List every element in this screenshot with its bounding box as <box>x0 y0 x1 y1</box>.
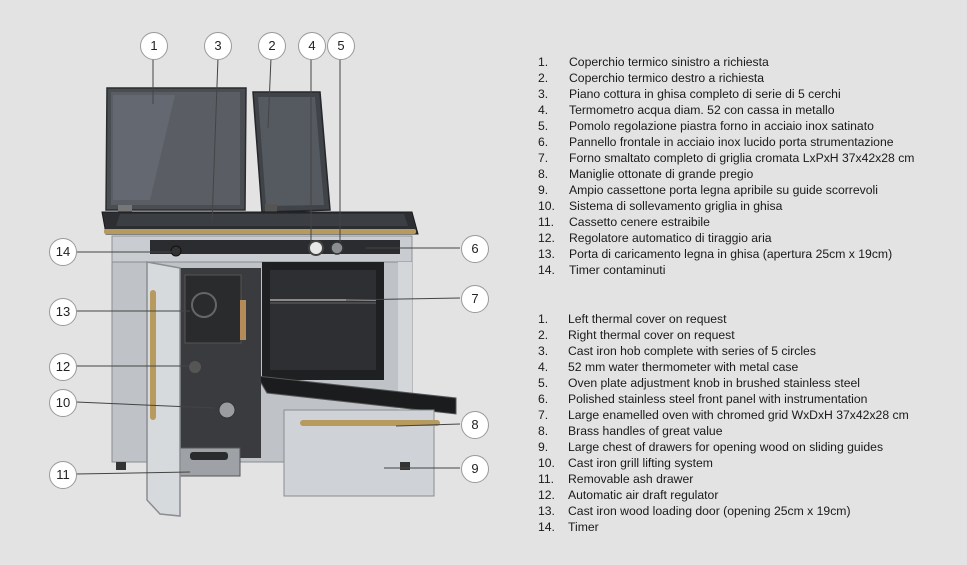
legend-item: 4.Termometro acqua diam. 52 con cassa in… <box>538 103 835 117</box>
callout-13: 13 <box>49 298 77 326</box>
callout-6: 6 <box>461 235 489 263</box>
legend-item: 14.Timer <box>538 520 599 534</box>
legend-item: 9.Large chest of drawers for opening woo… <box>538 440 884 454</box>
callout-8: 8 <box>461 411 489 439</box>
timer <box>170 245 182 257</box>
callout-3: 3 <box>204 32 232 60</box>
adjustment-knob <box>330 241 344 255</box>
legend-item: 12.Automatic air draft regulator <box>538 488 719 502</box>
legend-item: 11.Removable ash drawer <box>538 472 694 486</box>
legend-item: 12.Regolatore automatico di tiraggio ari… <box>538 231 772 245</box>
legend-item: 13.Cast iron wood loading door (opening … <box>538 504 851 518</box>
thermometer <box>308 240 324 256</box>
callout-14: 14 <box>49 238 77 266</box>
legend-item: 8.Maniglie ottonate di grande pregio <box>538 167 754 181</box>
grill-lift <box>218 401 236 419</box>
legend-item: 2.Coperchio termico destro a richiesta <box>538 71 765 85</box>
legend-item: 3.Piano cottura in ghisa completo di ser… <box>538 87 841 101</box>
legend-item: 1.Left thermal cover on request <box>538 312 727 326</box>
legend-item: 14.Timer contaminuti <box>538 263 666 277</box>
legend-item: 10.Cast iron grill lifting system <box>538 456 713 470</box>
brass-rail <box>104 229 416 234</box>
callout-11: 11 <box>49 461 77 489</box>
callout-1: 1 <box>140 32 168 60</box>
legend-italian: 1.Coperchio termico sinistro a richiesta… <box>538 54 914 278</box>
legend-item: 6.Polished stainless steel front panel w… <box>538 392 868 406</box>
legend-item: 7.Large enamelled oven with chromed grid… <box>538 408 909 422</box>
callout-7: 7 <box>461 285 489 313</box>
callout-5: 5 <box>327 32 355 60</box>
callout-10: 10 <box>49 389 77 417</box>
legend-item: 10.Sistema di sollevamento griglia in gh… <box>538 199 783 213</box>
legend-item: 6.Pannello frontale in acciaio inox luci… <box>538 135 894 149</box>
callout-4: 4 <box>298 32 326 60</box>
legend-item: 5.Pomolo regolazione piastra forno in ac… <box>538 119 874 133</box>
leader-lines <box>75 57 461 475</box>
callout-9: 9 <box>461 455 489 483</box>
legend-item: 2.Right thermal cover on request <box>538 328 735 342</box>
draft-regulator <box>189 361 201 373</box>
legend-item: 9.Ampio cassettone porta legna apribile … <box>538 183 878 197</box>
legend-item: 5.Oven plate adjustment knob in brushed … <box>538 376 860 390</box>
wood-loading-door <box>184 274 242 344</box>
callout-12: 12 <box>49 353 77 381</box>
oven-door <box>256 375 457 415</box>
legend-item: 8.Brass handles of great value <box>538 424 723 438</box>
legend-english: 1.Left thermal cover on request 2.Right … <box>538 311 909 535</box>
legend-item: 11.Cassetto cenere estraibile <box>538 215 710 229</box>
legend-item: 1.Coperchio termico sinistro a richiesta <box>538 55 769 69</box>
legend-item: 4.52 mm water thermometer with metal cas… <box>538 360 799 374</box>
legend-item: 3.Cast iron hob complete with series of … <box>538 344 816 358</box>
legend-item: 13.Porta di caricamento legna in ghisa (… <box>538 247 893 261</box>
callout-2: 2 <box>258 32 286 60</box>
legend-item: 7.Forno smaltato completo di griglia cro… <box>538 151 915 165</box>
